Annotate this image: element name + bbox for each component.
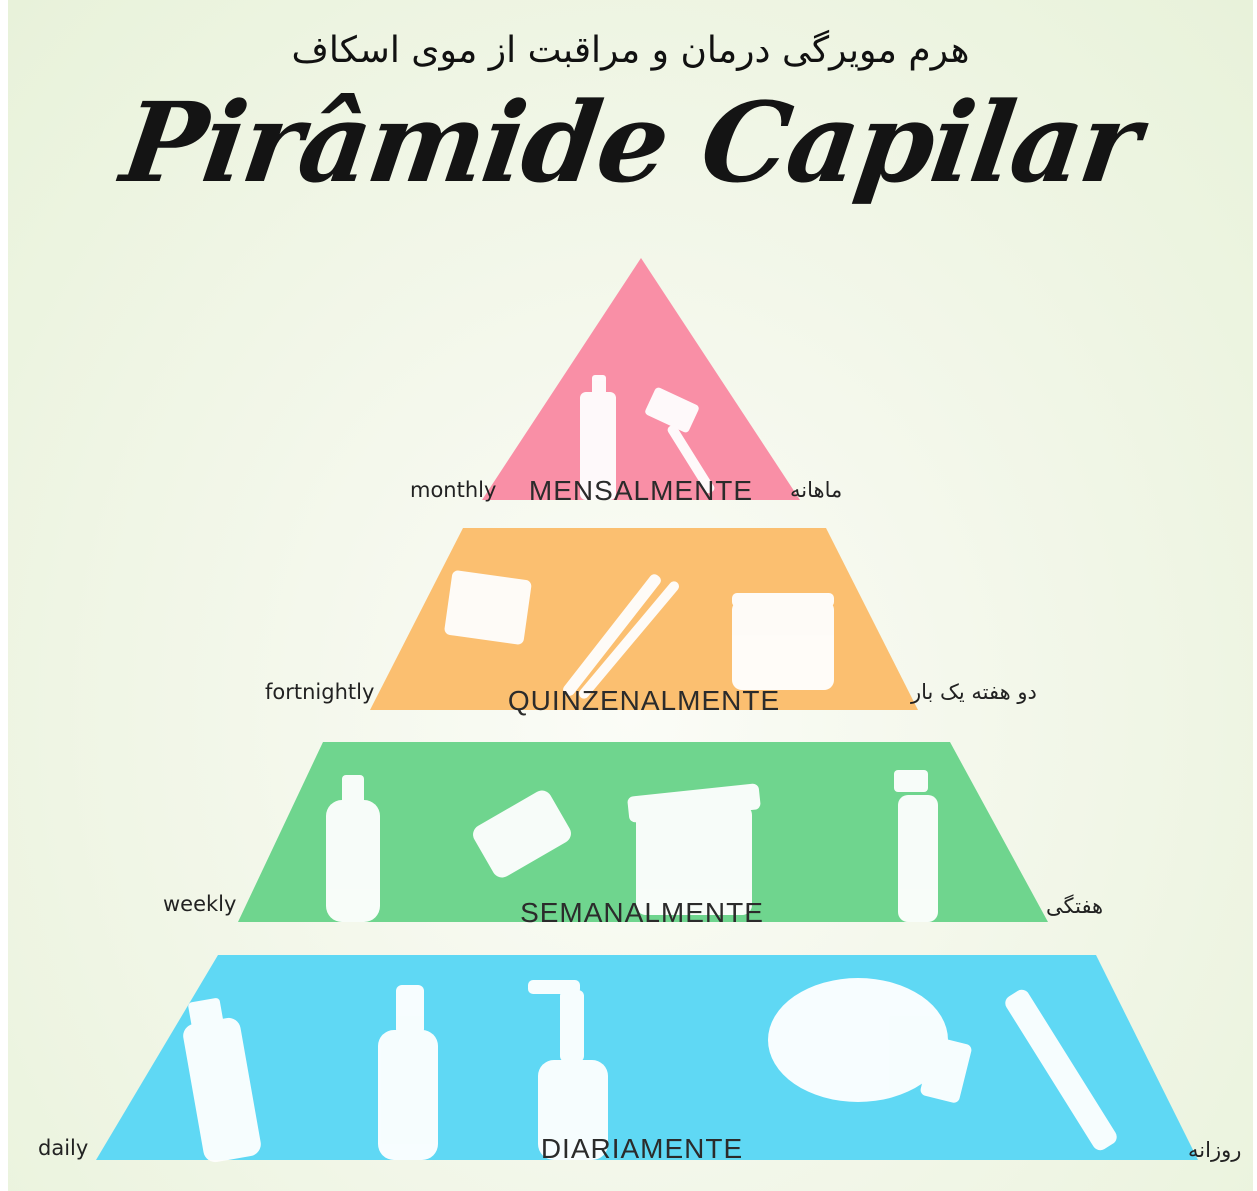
tier-weekly-persian: هفتگی xyxy=(1046,894,1104,918)
hair-dryer-icon xyxy=(768,978,972,1103)
tier-weekly-label: SEMANALMENTE xyxy=(520,897,764,928)
ampoule-icon xyxy=(473,790,571,878)
spray-bottle-icon xyxy=(894,770,938,922)
flat-iron-icon xyxy=(563,574,679,699)
tier-fortnightly-persian: دو هفته یک بار xyxy=(911,680,1037,704)
bottle-icon xyxy=(326,775,380,922)
tier-daily: DIARIAMENTE xyxy=(96,955,1198,1164)
conditioner-bottle-icon xyxy=(378,985,438,1160)
tier-fortnightly: QUINZENALMENTE xyxy=(370,528,918,716)
dye-brush-icon xyxy=(645,387,715,494)
jar-icon xyxy=(444,570,532,645)
tier-daily-english: daily xyxy=(38,1136,89,1160)
pump-bottle-icon xyxy=(528,980,608,1160)
mask-jar-icon xyxy=(627,783,761,915)
tier-daily-label: DIARIAMENTE xyxy=(541,1133,743,1164)
shampoo-bottle-icon xyxy=(183,998,261,1163)
hair-care-pyramid: MENSALMENTE QUINZENALMENTE xyxy=(96,258,1198,1164)
tier-monthly-shape xyxy=(482,258,800,500)
tier-fortnightly-label: QUINZENALMENTE xyxy=(508,685,780,716)
tier-monthly-persian: ماهانه xyxy=(790,478,843,502)
persian-subtitle: هرم مویرگی درمان و مراقبت از موی اسکاف xyxy=(291,30,970,71)
comb-icon xyxy=(1005,989,1117,1151)
tier-monthly-english: monthly xyxy=(410,478,497,502)
tier-monthly-label: MENSALMENTE xyxy=(529,475,753,506)
tier-weekly: SEMANALMENTE xyxy=(238,742,1048,928)
tier-monthly: MENSALMENTE xyxy=(482,258,800,506)
cream-tub-icon xyxy=(732,593,834,690)
bottle-icon xyxy=(580,375,616,500)
tier-fortnightly-english: fortnightly xyxy=(265,680,375,704)
tier-weekly-english: weekly xyxy=(163,892,237,916)
tier-daily-shape xyxy=(96,955,1198,1160)
tier-daily-persian: روزانه xyxy=(1188,1138,1242,1162)
